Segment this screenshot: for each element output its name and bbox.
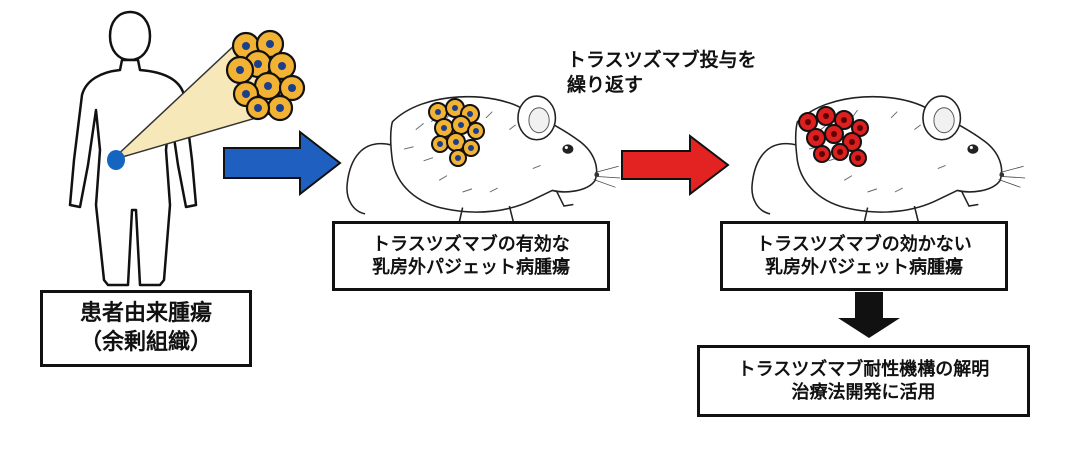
treatment-annotation: トラスツズマブ投与を 繰り返す bbox=[567, 48, 757, 97]
cell-cluster-icon bbox=[428, 98, 485, 167]
cell-cluster-icon bbox=[225, 29, 306, 122]
mouse-icon bbox=[751, 95, 1026, 229]
effective-tumor-line1: トラスツズマブの有効な bbox=[372, 233, 570, 255]
right-arrow-icon bbox=[223, 129, 342, 197]
outcome-line2: 治療法開発に活用 bbox=[791, 382, 936, 403]
patient-tumor-line1: 患者由来腫瘍 bbox=[79, 301, 212, 327]
treatment-annotation-line1: トラスツズマブ投与を bbox=[567, 49, 757, 71]
mouse-icon bbox=[346, 95, 621, 229]
treatment-annotation-line2: 繰り返す bbox=[567, 73, 644, 96]
outcome-box: トラスツズマブ耐性機構の解明 治療法開発に活用 bbox=[697, 345, 1030, 417]
outcome-line1: トラスツズマブ耐性機構の解明 bbox=[737, 358, 990, 380]
ineffective-tumor-line1: トラスツズマブの効かない bbox=[756, 233, 972, 255]
patient-tumor-box: 患者由来腫瘍 （余剰組織） bbox=[40, 290, 252, 367]
tumor-site-marker bbox=[107, 150, 125, 170]
ineffective-tumor-box: トラスツズマブの効かない 乳房外パジェット病腫瘍 bbox=[720, 221, 1008, 291]
down-arrow-icon bbox=[838, 292, 900, 338]
patient-tumor-line2: （余剰組織） bbox=[79, 329, 212, 355]
right-arrow-icon bbox=[621, 133, 730, 197]
effective-tumor-line2: 乳房外パジェット病腫瘍 bbox=[372, 257, 570, 278]
effective-tumor-box: トラスツズマブの有効な 乳房外パジェット病腫瘍 bbox=[332, 221, 610, 291]
ineffective-tumor-line2: 乳房外パジェット病腫瘍 bbox=[765, 257, 963, 278]
